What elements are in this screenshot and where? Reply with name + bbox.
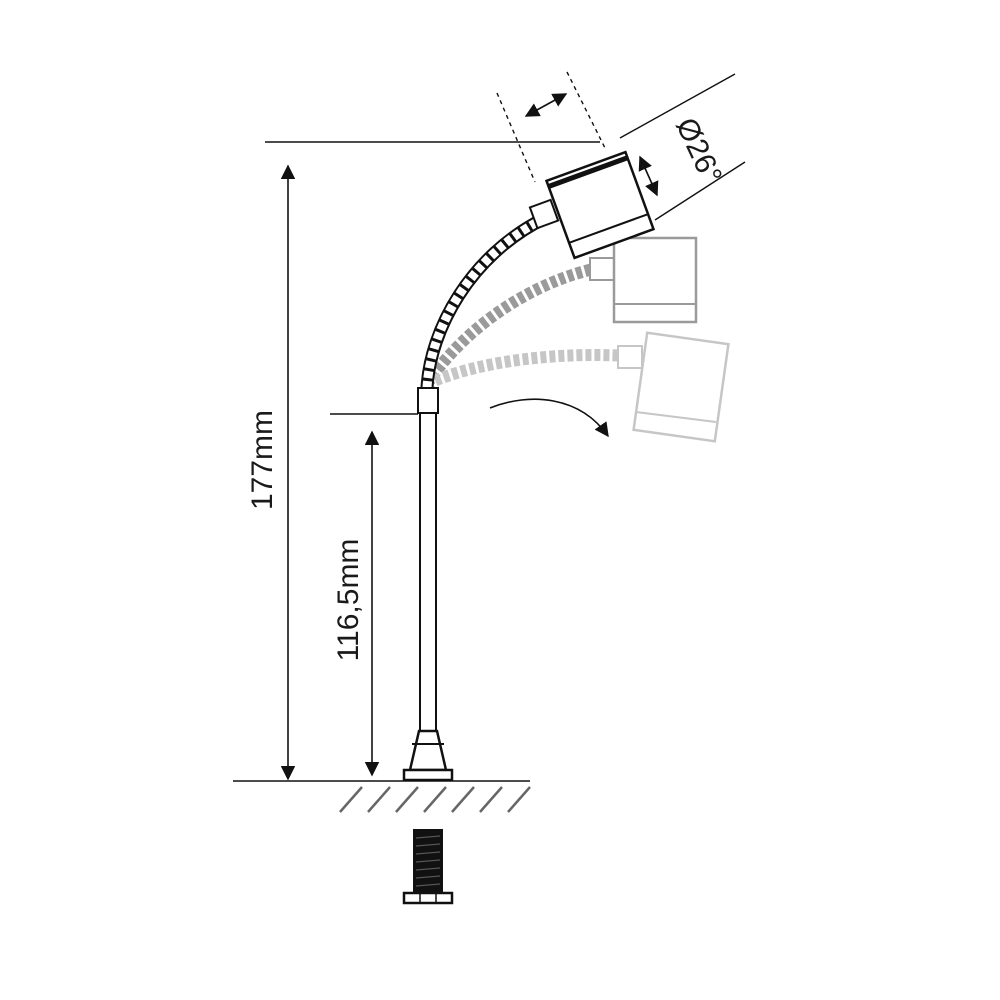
lamp-flexible-neck [420, 212, 548, 389]
ground-hatching [339, 786, 531, 813]
lamp-base-flange [402, 768, 454, 782]
lamp-stem [419, 412, 437, 734]
mounting-bolt [402, 829, 454, 905]
head-depth-arrow [524, 93, 568, 117]
total-height-label: 177mm [246, 410, 279, 510]
head-diameter-arrow [638, 155, 659, 197]
head-ext-line-right [566, 71, 606, 149]
lamp-head-connector [528, 198, 560, 230]
lamp-stem-collar [417, 387, 439, 414]
rotation-arrow [489, 398, 609, 438]
stem-height-label: 116,5mm [332, 539, 365, 662]
lamp-base [408, 729, 448, 772]
head-diameter-label: Ø26° [669, 113, 728, 189]
head-ext-line-bottom [654, 161, 746, 221]
head-ext-line-top [619, 73, 736, 139]
head-ext-line-left [496, 92, 536, 183]
lamp-ghost-position-2 [424, 331, 730, 443]
lamp-ghost-position-1 [422, 236, 698, 388]
